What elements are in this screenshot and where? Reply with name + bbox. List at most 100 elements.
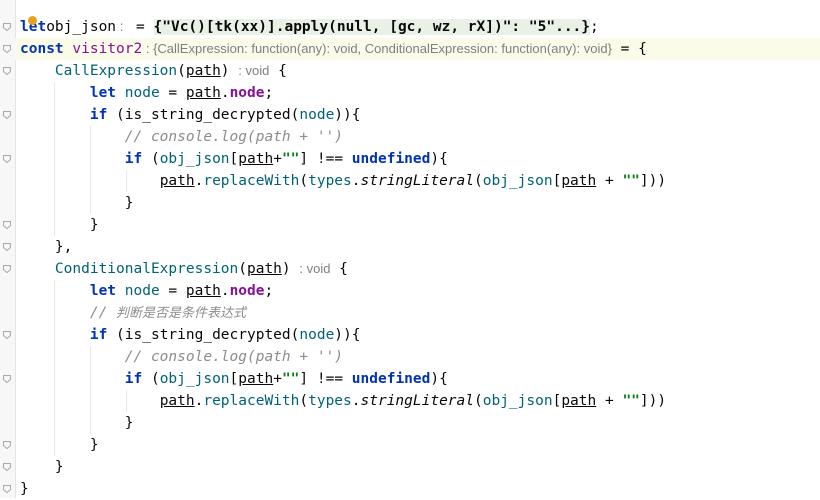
code-token	[20, 371, 125, 387]
code-token: ]))	[639, 173, 667, 189]
code-token: ] !==	[299, 151, 352, 167]
code-token: // console.log(path + '')	[124, 349, 344, 365]
code-token: }	[20, 217, 99, 233]
code-token: [	[552, 173, 562, 189]
code-token: .	[220, 85, 230, 101]
code-token: .	[351, 393, 361, 409]
fold-marker-icon[interactable]	[3, 23, 11, 31]
code-line[interactable]: path.replaceWith(types.stringLiteral(obj…	[20, 170, 666, 192]
code-token: .	[220, 283, 230, 299]
code-line[interactable]: const visitor2 : {CallExpression: functi…	[20, 38, 647, 60]
code-line[interactable]: }	[20, 192, 134, 214]
code-token	[20, 349, 125, 365]
code-token: path	[561, 393, 597, 409]
fold-marker-icon[interactable]	[3, 441, 11, 449]
code-line[interactable]: // console.log(path + '')	[20, 126, 343, 148]
code-token: :	[116, 19, 128, 34]
fold-marker-icon[interactable]	[3, 265, 11, 273]
code-token: ;	[590, 19, 599, 35]
code-token: (	[474, 393, 483, 409]
fold-marker-icon[interactable]	[3, 221, 11, 229]
code-line[interactable]: // 判断是否是条件表达式	[20, 302, 246, 324]
indent-guide	[54, 82, 55, 236]
code-line[interactable]: if (is_string_decrypted(node)){	[20, 104, 361, 126]
code-token: }	[20, 415, 134, 431]
code-line[interactable]: CallExpression(path) : void {	[20, 60, 287, 82]
code-line[interactable]: if (obj_json[path+""] !== undefined){	[20, 148, 448, 170]
code-token: ""	[622, 393, 640, 409]
code-line[interactable]: }	[20, 412, 134, 434]
fold-marker-icon[interactable]	[3, 45, 11, 53]
code-line[interactable]: let node = path.node;	[20, 280, 273, 302]
code-token: [	[229, 371, 239, 387]
code-line[interactable]: }	[20, 214, 99, 236]
code-token: path	[159, 393, 195, 409]
code-token: ;	[264, 85, 274, 101]
code-token: )	[220, 63, 239, 79]
fold-marker-icon[interactable]	[3, 155, 11, 163]
code-token: path	[185, 283, 221, 299]
code-token: replaceWith	[203, 173, 300, 189]
code-line[interactable]: // console.log(path + '')	[20, 346, 343, 368]
code-token: if	[89, 327, 108, 343]
code-token	[20, 63, 55, 79]
code-token: 判断是否是条件表达式	[116, 306, 247, 321]
code-token: = {	[611, 41, 647, 57]
code-line[interactable]: path.replaceWith(types.stringLiteral(obj…	[20, 390, 666, 412]
code-token: (is_string_decrypted(	[107, 107, 300, 123]
intention-bulb-icon[interactable]	[28, 16, 37, 25]
code-token: .	[194, 173, 204, 189]
code-token	[20, 261, 55, 277]
code-token: if	[124, 151, 143, 167]
code-token: obj_json	[482, 393, 553, 409]
code-token: (	[299, 173, 309, 189]
code-token: obj_json	[159, 151, 230, 167]
indent-guide	[126, 390, 127, 412]
code-line[interactable]: },	[20, 236, 72, 258]
code-line[interactable]: if (is_string_decrypted(node)){	[20, 324, 361, 346]
code-line[interactable]: }	[20, 456, 64, 478]
fold-marker-icon[interactable]	[3, 331, 11, 339]
code-token: path	[185, 63, 221, 79]
fold-marker-icon[interactable]	[3, 463, 11, 471]
code-token: (	[238, 261, 247, 277]
code-token: obj_json	[482, 173, 553, 189]
code-token: undefined	[351, 151, 431, 167]
fold-marker-icon[interactable]	[3, 243, 11, 251]
code-token: replaceWith	[203, 393, 300, 409]
code-token: (	[142, 151, 160, 167]
code-token: let	[89, 283, 117, 299]
code-token: }	[20, 459, 64, 475]
code-token: let	[89, 85, 117, 101]
code-line[interactable]: }	[20, 434, 99, 456]
fold-marker-icon[interactable]	[3, 67, 11, 75]
code-token: node	[229, 283, 265, 299]
code-token: }	[20, 195, 134, 211]
code-token: (	[299, 393, 309, 409]
code-token: [	[229, 151, 239, 167]
code-token: path	[561, 173, 597, 189]
fold-marker-icon[interactable]	[3, 111, 11, 119]
code-token: // console.log(path + '')	[124, 129, 344, 145]
fold-marker-icon[interactable]	[3, 375, 11, 383]
code-token: path	[238, 371, 274, 387]
code-line[interactable]: ConditionalExpression(path) : void {	[20, 258, 348, 280]
code-token: ))	[334, 327, 352, 343]
code-line[interactable]: let node = path.node;	[20, 82, 273, 104]
code-token: if	[124, 371, 143, 387]
code-token: ){	[430, 151, 448, 167]
code-token: +	[273, 151, 282, 167]
code-line[interactable]: if (obj_json[path+""] !== undefined){	[20, 368, 448, 390]
code-line[interactable]: }	[20, 478, 29, 500]
code-token: stringLiteral	[360, 393, 475, 409]
fold-marker-icon[interactable]	[3, 485, 11, 493]
code-token: .	[351, 173, 361, 189]
current-line-highlight	[15, 38, 820, 60]
code-token: obj_json	[46, 19, 117, 35]
code-token: (	[142, 371, 160, 387]
code-token: node	[299, 327, 335, 343]
code-token: if	[89, 107, 108, 123]
code-line[interactable]: letobj_json : = {"Vc()[tk(xx)].apply(nul…	[20, 16, 599, 38]
code-token: ]))	[639, 393, 667, 409]
